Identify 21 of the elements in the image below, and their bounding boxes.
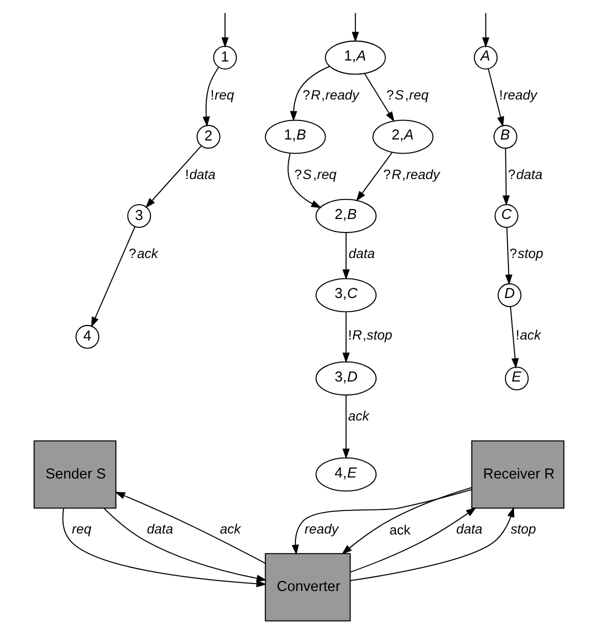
edge-label: ack [390,522,410,538]
edge-label: data [348,246,375,262]
edge-label: !data [185,166,216,182]
edge-label: ?data [508,166,542,182]
edge-label: !ack [516,327,541,342]
edge-label: data [146,521,174,536]
edge-label: ack [348,408,370,424]
edge-label: data [456,521,482,536]
edge-label: ?R,ready [383,166,440,182]
edge-label: !req [210,88,234,103]
edge-label: ?ack [128,246,158,262]
edge-label: ?R,ready [302,88,360,103]
edge-label: ready [304,521,338,536]
edge-label: ?S,req [294,166,337,182]
edge-label: !R,stop [348,327,392,342]
edge-label: stop [510,521,536,536]
edge-label: req [72,521,92,536]
edge-label: ack [220,521,241,536]
edge-label: ?S,req [386,88,429,103]
edge-label: !ready [499,88,537,103]
edge-label: ?stop [510,246,544,262]
